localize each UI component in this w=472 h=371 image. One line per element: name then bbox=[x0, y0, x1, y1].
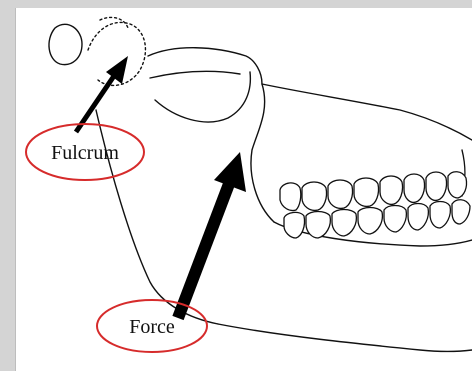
upper-tooth bbox=[426, 172, 447, 200]
lower-tooth bbox=[284, 212, 305, 238]
fulcrum-arrow bbox=[76, 56, 128, 132]
zygomatic-arch bbox=[148, 48, 262, 84]
upper-tooth bbox=[404, 174, 425, 202]
upper-tooth bbox=[302, 182, 327, 210]
articular-outline-2 bbox=[100, 17, 128, 28]
zygomatic-arch-inner bbox=[150, 71, 240, 78]
mandible-lower-border bbox=[218, 324, 472, 352]
ramus-anterior bbox=[251, 84, 274, 222]
fulcrum-label: Fulcrum bbox=[51, 142, 119, 164]
lower-tooth bbox=[384, 206, 406, 233]
force-label: Force bbox=[129, 316, 175, 338]
maxilla-outline bbox=[262, 84, 472, 140]
fulcrum-callout: Fulcrum bbox=[26, 124, 144, 180]
upper-tooth bbox=[328, 180, 353, 208]
lower-tooth bbox=[332, 210, 356, 237]
force-callout: Force bbox=[97, 300, 207, 352]
lower-tooth bbox=[452, 200, 470, 224]
upper-tooth bbox=[380, 176, 403, 204]
force-arrow bbox=[178, 152, 246, 318]
lower-tooth bbox=[408, 204, 428, 231]
upper-tooth bbox=[448, 172, 467, 198]
upper-tooth bbox=[354, 178, 379, 206]
upper-tooth bbox=[280, 183, 301, 211]
lower-tooth bbox=[358, 208, 382, 235]
lower-tooth bbox=[306, 212, 330, 239]
coronoid-process bbox=[155, 72, 250, 122]
lower-tooth bbox=[430, 202, 450, 229]
condyle-outline bbox=[49, 24, 82, 64]
